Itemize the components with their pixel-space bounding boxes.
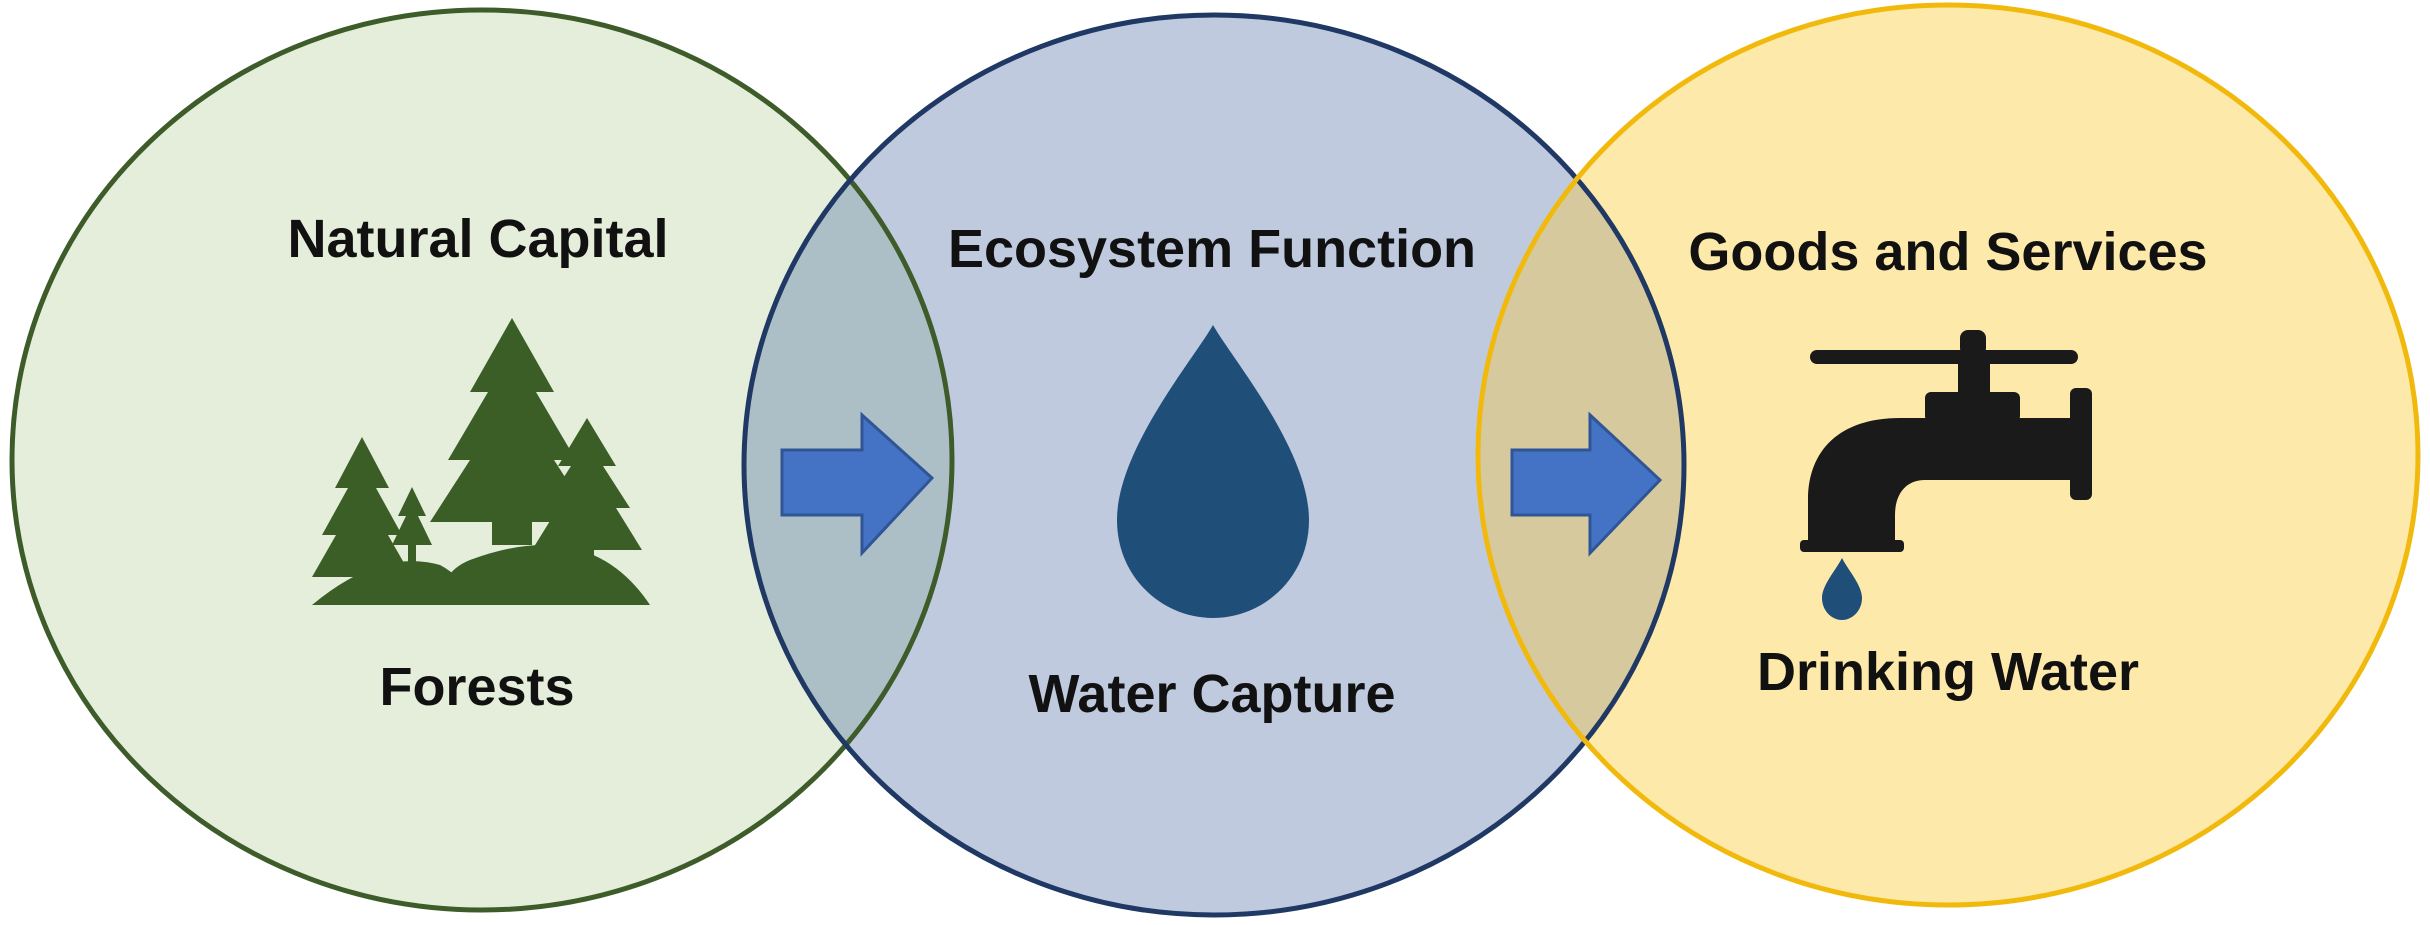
natural-capital-title: Natural Capital	[287, 209, 668, 269]
water-capture-label: Water Capture	[1028, 664, 1395, 724]
water-tap-icon	[1800, 330, 2092, 620]
water-drop-icon	[1117, 325, 1309, 618]
goods-and-services-circle-outline	[1475, 2, 2421, 908]
right-arrow-icon	[1510, 411, 1663, 557]
ecosystem-function-circle-outline	[741, 12, 1687, 918]
forests-label: Forests	[379, 657, 574, 717]
natural-capital-circle-outline	[9, 7, 955, 913]
goods-and-services-title: Goods and Services	[1688, 222, 2207, 282]
forest-trees-icon	[312, 318, 650, 605]
right-arrow-icon	[780, 411, 935, 557]
ecosystem-function-title: Ecosystem Function	[948, 219, 1476, 279]
drinking-water-label: Drinking Water	[1757, 642, 2139, 702]
